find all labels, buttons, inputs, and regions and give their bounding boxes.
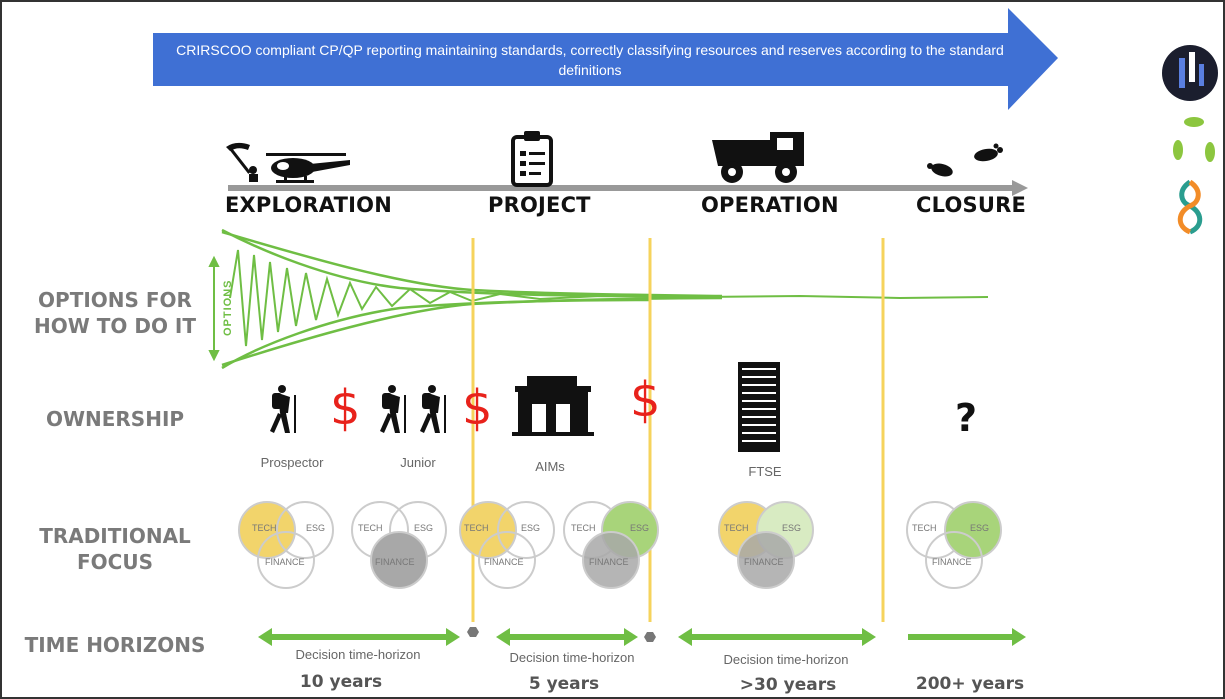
venn-project-end (563, 501, 659, 589)
building-icon (512, 376, 594, 436)
venn-aims (459, 501, 555, 589)
row-label-ownership: OWNERSHIP (45, 407, 185, 431)
venn-tech-label: TECH (252, 523, 277, 533)
venn-finance-label: FINANCE (744, 557, 784, 567)
venn-finance-label: FINANCE (375, 557, 415, 567)
horizon-arrow-3 (678, 628, 876, 646)
venn-exploration (238, 501, 334, 589)
horizon-years-4: 200+ years (915, 674, 1025, 694)
venn-esg-label: ESG (970, 523, 990, 533)
venn-operation (718, 501, 814, 589)
venn-closure (906, 501, 1002, 589)
horizon-arrow-2 (496, 628, 638, 646)
recycle-leaves-icon (1173, 117, 1215, 162)
horizon-years-1: 10 years (299, 672, 383, 692)
milestone-markers (467, 627, 656, 642)
unknown-owner: ? (955, 396, 978, 440)
row-label-time: TIME HORIZONS (24, 633, 206, 657)
owner-ftse: FTSE (748, 464, 782, 479)
dollar-sign-1: $ (330, 380, 361, 436)
venn-esg-label: ESG (414, 523, 434, 533)
owner-prospector: Prospector (260, 455, 324, 470)
banner-arrow (153, 8, 1058, 110)
venn-esg-label: ESG (630, 523, 650, 533)
hiker-icon (380, 385, 406, 433)
dollar-sign-2: $ (462, 380, 493, 436)
milestone-lines (471, 238, 885, 622)
hiker-icon (420, 385, 446, 433)
venn-esg-label: ESG (306, 523, 326, 533)
helicopter-icon (266, 153, 350, 183)
venn-finance-label: FINANCE (932, 557, 972, 567)
phase-exploration: EXPLORATION (225, 193, 392, 217)
hiker-icon (270, 385, 296, 433)
owner-junior: Junior (400, 455, 436, 470)
horizon-label-2: Decision time-horizon (509, 650, 635, 665)
infinity-icon (1177, 179, 1203, 235)
horizon-arrow-4 (908, 628, 1026, 646)
banner-text: CRIRSCOO compliant CP/QP reporting maint… (176, 42, 1004, 78)
phase-closure: CLOSURE (916, 193, 1026, 217)
options-axis-label: OPTIONS (222, 279, 234, 336)
horizon-years-2: 5 years (528, 674, 600, 694)
venn-finance-label: FINANCE (265, 557, 305, 567)
venn-tech-label: TECH (571, 523, 596, 533)
venn-tech-label: TECH (464, 523, 489, 533)
dollar-sign-3: $ (630, 372, 661, 428)
horizon-label-1: Decision time-horizon (295, 647, 421, 662)
row-label-focus: TRADITIONAL FOCUS (39, 524, 191, 574)
phase-project: PROJECT (488, 193, 591, 217)
clipboard-icon (511, 131, 553, 187)
owner-aims: AIMs (535, 459, 565, 474)
venn-finance-label: FINANCE (589, 557, 629, 567)
venn-tech-label: TECH (724, 523, 749, 533)
horizon-label-3: Decision time-horizon (723, 652, 849, 667)
horizon-years-3: >30 years (739, 675, 837, 695)
venn-tech-label: TECH (912, 523, 937, 533)
venn-esg-label: ESG (521, 523, 541, 533)
venn-tech-label: TECH (358, 523, 383, 533)
row-label-options: OPTIONS FOR HOW TO DO IT (33, 288, 197, 338)
dump-truck-icon (712, 132, 804, 183)
venn-junior (351, 501, 447, 589)
horizon-arrow-1 (258, 628, 460, 646)
phase-operation: OPERATION (701, 193, 839, 217)
venn-esg-label: ESG (782, 523, 802, 533)
options-oscillation (229, 249, 989, 347)
options-axis (208, 255, 220, 362)
footprints-icon (927, 143, 1003, 177)
pickaxe-icon (226, 142, 258, 182)
timeline-arrow (228, 180, 1028, 196)
venn-finance-label: FINANCE (484, 557, 524, 567)
brand-logo-icon (1162, 45, 1218, 101)
skyscraper-icon (738, 362, 780, 452)
